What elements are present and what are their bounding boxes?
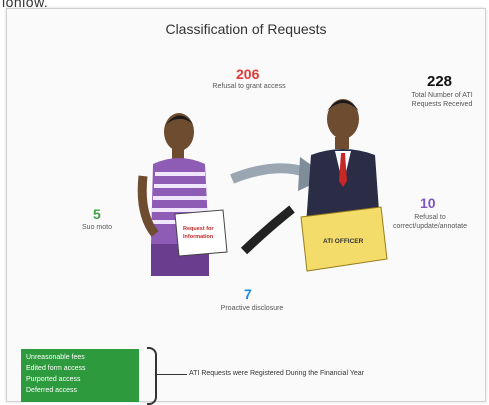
suo-moto-count: 5 <box>93 206 101 222</box>
refusal-count: 206 <box>236 66 260 82</box>
correct-label: Refusal to correct/update/annotate <box>393 214 467 230</box>
access-type-item: Deferred access <box>26 387 77 394</box>
requester-illustration: Request for Information <box>137 113 228 276</box>
total-label: Total Number of ATI Requests Received <box>411 92 473 108</box>
request-sign-text: Request for <box>183 226 214 232</box>
total-count: 228 <box>427 73 453 90</box>
correct-count: 10 <box>420 195 436 211</box>
officer-illustration: ATI OFFICER <box>300 99 388 272</box>
registered-note: ATI Requests were Registered During the … <box>189 370 364 377</box>
header-fragment: ionlow. <box>2 0 49 10</box>
access-type-item: Edited form access <box>26 365 86 372</box>
proactive-label: Proactive disclosure <box>220 305 284 312</box>
access-type-item: Unreasonable fees <box>26 354 85 361</box>
refusal-label: Refusal to grant access <box>212 83 286 90</box>
bracket <box>147 347 157 405</box>
slide-title: Classification of Requests <box>165 21 327 37</box>
proactive-count: 7 <box>244 286 252 302</box>
suo-moto-label: Suo moto <box>82 224 112 231</box>
access-type-item: Purported access <box>26 376 81 383</box>
connector-line <box>157 374 187 375</box>
svg-text:Information: Information <box>183 234 214 240</box>
slide: Classification of Requests 206 Refusal t… <box>6 8 486 405</box>
access-types-box: Unreasonable fees Edited form access Pur… <box>21 349 139 402</box>
officer-sign-text: ATI OFFICER <box>323 238 364 245</box>
